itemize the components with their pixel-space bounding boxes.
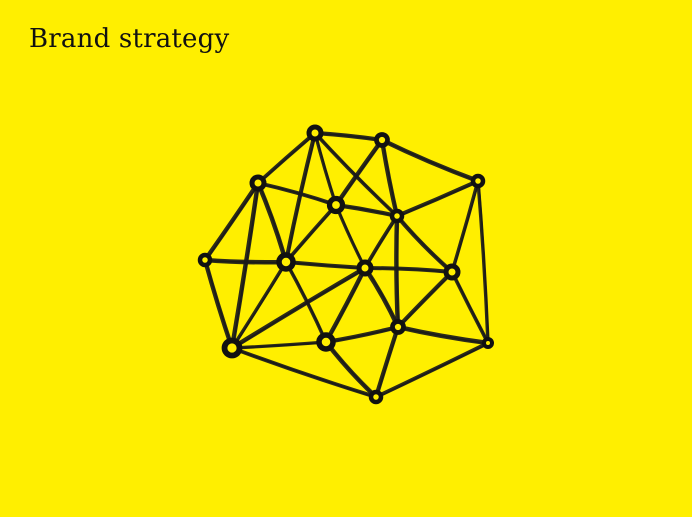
- network-edge-ink: [231, 182, 260, 350]
- network-node: [374, 132, 390, 148]
- network-node: [482, 337, 494, 349]
- page-title: Brand strategy: [29, 24, 230, 54]
- network-edge: [323, 324, 401, 345]
- network-nodes: [197, 124, 494, 405]
- network-edge-ink: [382, 139, 480, 183]
- network-edge-ink: [452, 271, 490, 345]
- network-edge: [476, 179, 490, 345]
- network-node: [368, 389, 384, 405]
- network-edges: [202, 130, 491, 400]
- network-edge-ink: [375, 342, 490, 399]
- network-edge: [255, 180, 289, 265]
- network-node: [197, 252, 213, 268]
- network-edge: [450, 179, 480, 274]
- network-edge-ink: [451, 180, 480, 274]
- network-edge-ink: [398, 326, 490, 345]
- network-node: [390, 319, 406, 335]
- network-edge-ink: [397, 271, 454, 329]
- network-edge-ink: [285, 132, 317, 264]
- network-edge-ink: [231, 261, 288, 350]
- network-node: [470, 173, 486, 189]
- network-node: [316, 332, 336, 352]
- network-node: [276, 252, 296, 272]
- network-edge-ink: [396, 215, 400, 329]
- network-node: [326, 195, 346, 215]
- network-edge-ink: [204, 182, 260, 262]
- network-node: [306, 124, 324, 142]
- network-node: [356, 259, 374, 277]
- network-node: [389, 208, 405, 224]
- network-node: [443, 263, 461, 281]
- network-edge: [362, 265, 401, 330]
- network-node: [221, 337, 243, 359]
- network-edge: [229, 180, 261, 351]
- network-node: [249, 174, 267, 192]
- network-edge-ink: [231, 267, 367, 350]
- network-edge-ink: [336, 204, 367, 270]
- network-edge-ink: [478, 180, 490, 345]
- network-edge-ink: [326, 327, 400, 344]
- network-edge-ink: [205, 259, 234, 350]
- network-edge-ink: [232, 347, 378, 399]
- network-edge-ink: [396, 180, 480, 218]
